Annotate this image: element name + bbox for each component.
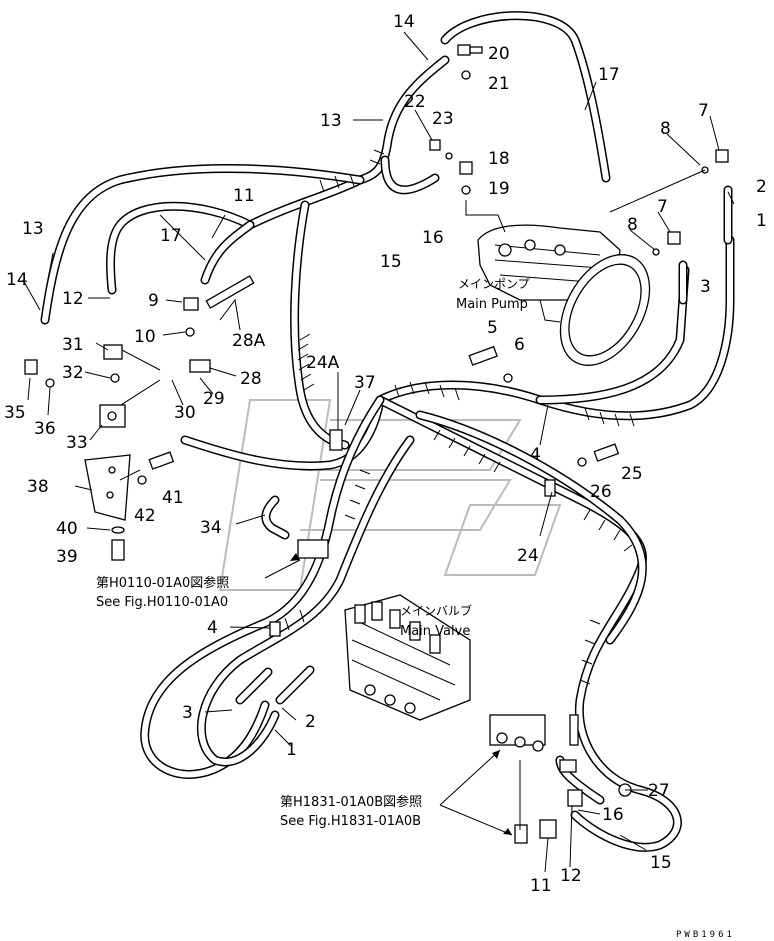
callout-26: 26 bbox=[590, 482, 612, 502]
ref-h0110-en: See Fig.H0110-01A0 bbox=[96, 595, 228, 610]
spiral-guards bbox=[269, 149, 635, 685]
ref-h0110-jp: 第H0110-01A0図参照 bbox=[96, 575, 229, 591]
callout-30: 30 bbox=[174, 403, 196, 423]
main-valve bbox=[344, 594, 471, 721]
callout-40: 40 bbox=[56, 519, 78, 539]
main-pump-label-jp: メインポンプ bbox=[458, 277, 530, 291]
callout-1: 1 bbox=[286, 740, 297, 760]
callout-5: 5 bbox=[487, 318, 498, 338]
callout-2: 2 bbox=[305, 712, 316, 732]
callout-24a: 24A bbox=[306, 353, 340, 373]
leader-lines bbox=[22, 31, 735, 873]
callout-9: 9 bbox=[148, 291, 159, 311]
callout-17: 17 bbox=[598, 65, 620, 85]
callout-6: 6 bbox=[514, 335, 525, 355]
callout-42: 42 bbox=[134, 506, 156, 526]
callout-35: 35 bbox=[4, 403, 26, 423]
callout-37: 37 bbox=[354, 373, 376, 393]
callout-22: 22 bbox=[404, 92, 426, 112]
callout-numbers: 14 20 17 21 22 23 13 18 19 7 8 2 1 11 7 … bbox=[4, 12, 767, 896]
callout-38: 38 bbox=[27, 477, 49, 497]
callout-17: 17 bbox=[160, 226, 182, 246]
callout-32: 32 bbox=[62, 363, 84, 383]
callout-15: 15 bbox=[380, 252, 402, 272]
callout-12: 12 bbox=[62, 289, 84, 309]
callout-2: 2 bbox=[756, 177, 767, 197]
callout-8: 8 bbox=[660, 119, 671, 139]
main-pump-label-en: Main Pump bbox=[456, 297, 528, 312]
callout-4: 4 bbox=[207, 618, 218, 638]
callout-36: 36 bbox=[34, 419, 56, 439]
callout-34: 34 bbox=[200, 518, 222, 538]
callout-12: 12 bbox=[560, 866, 582, 886]
callout-24: 24 bbox=[517, 546, 539, 566]
hose-lines bbox=[40, 11, 735, 852]
callout-10: 10 bbox=[134, 327, 156, 347]
callout-13: 13 bbox=[320, 111, 342, 131]
callout-28a: 28A bbox=[232, 331, 266, 351]
callout-13: 13 bbox=[22, 219, 44, 239]
callout-39: 39 bbox=[56, 547, 78, 567]
callout-14: 14 bbox=[393, 12, 415, 32]
callout-4: 4 bbox=[530, 445, 541, 465]
callout-29: 29 bbox=[203, 389, 225, 409]
callout-18: 18 bbox=[488, 149, 510, 169]
main-valve-label-jp: メインバルブ bbox=[400, 603, 472, 618]
main-pump bbox=[477, 224, 651, 366]
callout-19: 19 bbox=[488, 179, 510, 199]
callout-16: 16 bbox=[602, 805, 624, 825]
callout-15: 15 bbox=[650, 853, 672, 873]
callout-27: 27 bbox=[648, 781, 670, 801]
callout-16: 16 bbox=[422, 228, 444, 248]
callout-7: 7 bbox=[698, 101, 709, 121]
main-valve-label-en: Main Valve bbox=[400, 624, 470, 639]
callout-3: 3 bbox=[182, 703, 193, 723]
callout-33: 33 bbox=[66, 433, 88, 453]
callout-11: 11 bbox=[233, 186, 255, 206]
callout-31: 31 bbox=[62, 335, 84, 355]
arrowheads bbox=[290, 553, 512, 835]
watermark-logo bbox=[218, 399, 562, 591]
callout-20: 20 bbox=[488, 44, 510, 64]
ref-h1831-jp: 第H1831-01A0B図参照 bbox=[280, 794, 422, 810]
callout-25: 25 bbox=[621, 464, 643, 484]
callout-1: 1 bbox=[756, 211, 767, 231]
callout-28: 28 bbox=[240, 369, 262, 389]
callout-7: 7 bbox=[657, 197, 668, 217]
drawing-code: PWB1961 bbox=[676, 930, 735, 940]
fittings bbox=[24, 44, 729, 844]
ref-h1831-en: See Fig.H1831-01A0B bbox=[280, 814, 421, 829]
callout-41: 41 bbox=[162, 488, 184, 508]
callout-23: 23 bbox=[432, 109, 454, 129]
callout-21: 21 bbox=[488, 74, 510, 94]
callout-11: 11 bbox=[530, 876, 552, 896]
callout-3: 3 bbox=[700, 277, 711, 297]
text-labels: メインポンプ Main Pump メインバルブ Main Valve 第H011… bbox=[96, 277, 735, 940]
callout-14: 14 bbox=[6, 270, 28, 290]
callout-8: 8 bbox=[627, 215, 638, 235]
